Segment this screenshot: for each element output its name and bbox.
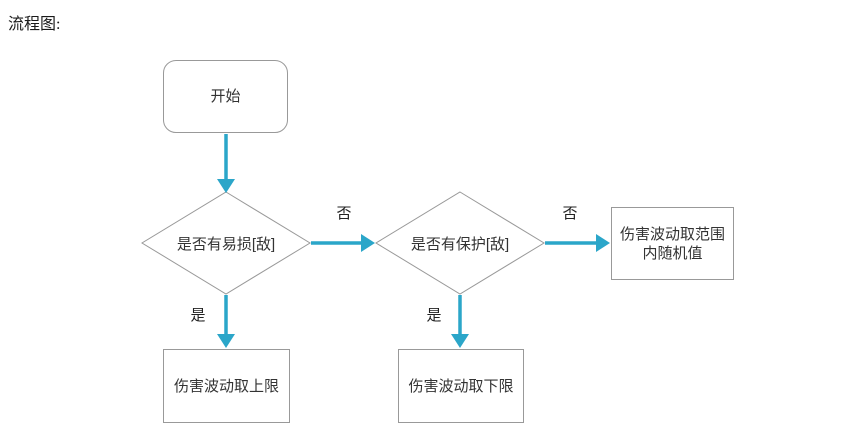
arrow-vulnerable-no-to-protected (311, 234, 375, 252)
node-result-upper-limit: 伤害波动取上限 (163, 349, 290, 423)
node-result-upper-limit-label: 伤害波动取上限 (173, 377, 279, 395)
node-result-random-label: 伤害波动取范围内随机值 (620, 225, 726, 262)
decision-protected-shape (375, 191, 545, 295)
edge-label-protected-yes: 是 (426, 307, 442, 324)
arrow-start-to-vulnerable (217, 134, 235, 193)
node-start-label: 开始 (210, 88, 241, 105)
arrow-protected-yes-to-lower (451, 295, 469, 348)
node-result-lower-limit: 伤害波动取下限 (398, 349, 524, 423)
node-result-random: 伤害波动取范围内随机值 (611, 207, 734, 280)
edge-label-protected-no: 否 (562, 205, 578, 222)
arrow-protected-no-to-random (545, 234, 610, 252)
arrow-vulnerable-yes-to-upper (217, 295, 235, 348)
decision-vulnerable-shape (141, 191, 311, 295)
page-title: 流程图: (8, 16, 61, 33)
edge-label-vulnerable-yes: 是 (190, 307, 206, 324)
node-result-lower-limit-label: 伤害波动取下限 (408, 377, 514, 395)
node-start: 开始 (163, 60, 288, 133)
edge-label-vulnerable-no: 否 (336, 205, 352, 222)
